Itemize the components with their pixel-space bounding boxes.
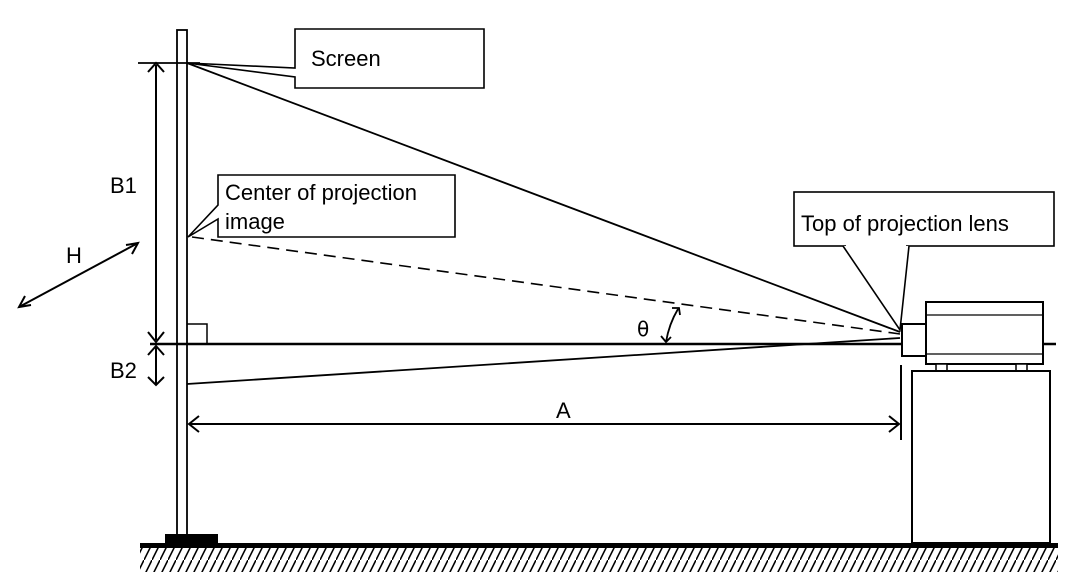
screen-stand — [165, 29, 218, 544]
a-label: A — [556, 398, 571, 423]
projector — [901, 301, 1044, 372]
b1-label: B1 — [110, 173, 137, 198]
right-angle-marker — [187, 323, 208, 344]
lens-label: Top of projection lens — [801, 211, 1009, 236]
a-dimension — [187, 365, 902, 440]
projector-table — [911, 370, 1051, 544]
theta-angle-arc — [660, 307, 681, 344]
screen-label: Screen — [311, 46, 381, 71]
h-dimension — [17, 241, 140, 309]
center-label-line2: image — [225, 209, 285, 234]
screen-callout: Screen — [186, 28, 485, 89]
upper-projection-ray — [186, 62, 901, 333]
center-label-line1: Center of projection — [225, 180, 417, 205]
b2-label: B2 — [110, 358, 137, 383]
lower-projection-ray — [186, 337, 901, 385]
h-label: H — [66, 243, 82, 268]
theta-label: θ — [637, 317, 649, 341]
floor — [140, 543, 1058, 572]
center-projection-ray — [191, 236, 901, 335]
b1-dimension — [147, 61, 165, 344]
b2-dimension — [147, 344, 165, 387]
lens-callout: Top of projection lens — [793, 191, 1055, 333]
center-callout: Center of projection image — [187, 174, 456, 238]
